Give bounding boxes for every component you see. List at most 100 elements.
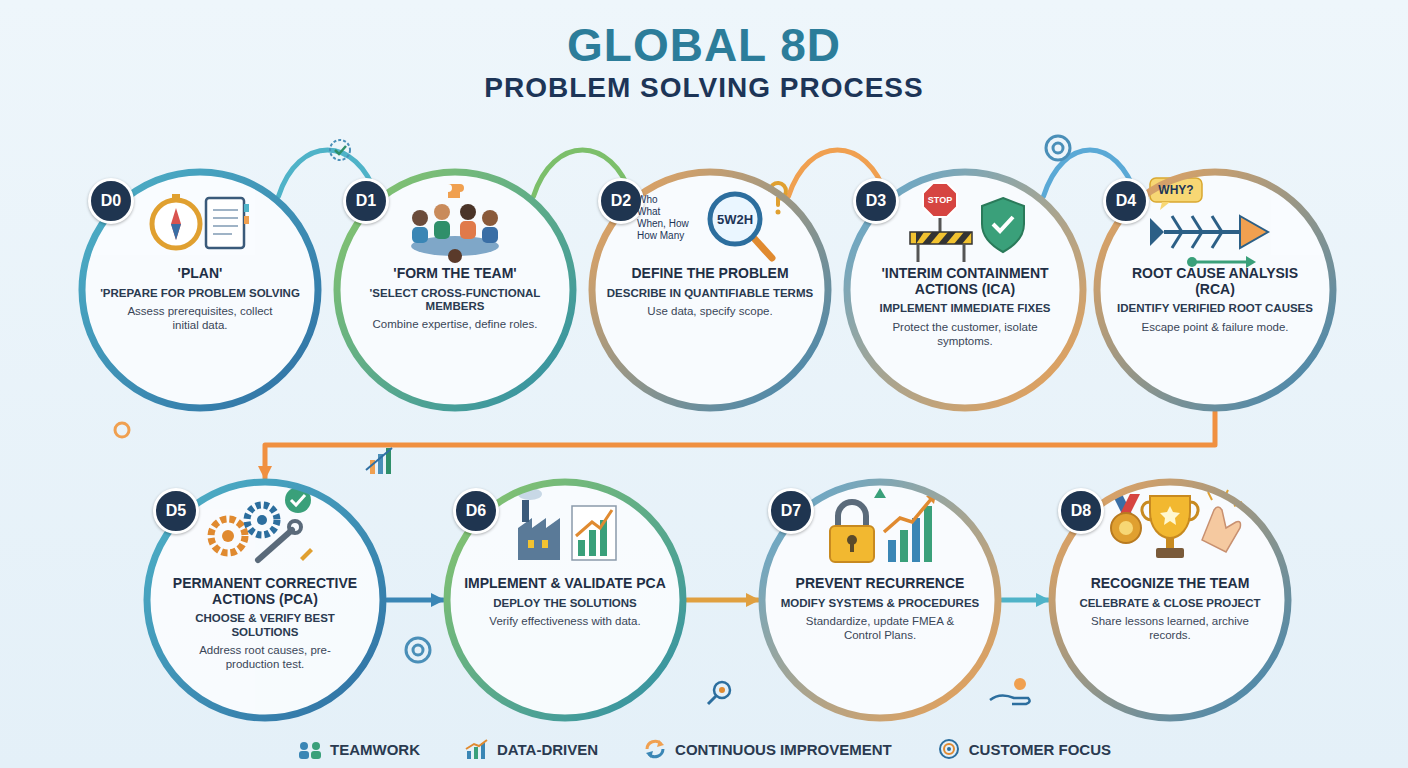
ring-stroke: [1052, 482, 1288, 718]
step-description: Protect the customer, isolate symptoms.: [879, 320, 1051, 348]
ring-stroke: [1097, 172, 1333, 408]
step-subheading: IDENTIFY VERIFIED ROOT CAUSES: [1111, 302, 1319, 315]
step-badge: D7: [768, 488, 814, 534]
check-decoration: [330, 140, 350, 160]
step-subheading: IMPLEMENT IMMEDIATE FIXES: [861, 302, 1069, 315]
step-heading: RECOGNIZE THE TEAM: [1066, 576, 1274, 592]
step-badge: D4: [1103, 178, 1149, 224]
icon-label: 5W2H: [717, 212, 753, 227]
step-description: Escape point & failure mode.: [1129, 320, 1301, 334]
icon-label: WHY?: [1158, 183, 1193, 197]
ring-stroke: [762, 482, 998, 718]
step-subheading: CHOOSE & VERIFY BEST SOLUTIONS: [161, 612, 369, 638]
notebook-icon: [206, 198, 249, 248]
step-heading: 'FORM THE TEAM': [351, 266, 559, 282]
step-description: Share lessons learned, archive records.: [1084, 614, 1256, 642]
trophy-medal-icon: [1111, 490, 1242, 558]
step-badge: D1: [343, 178, 389, 224]
step-description: Combine expertise, define roles.: [369, 317, 541, 331]
step-description: Verify effectiveness with data.: [479, 614, 651, 628]
step-badge: D6: [453, 488, 499, 534]
ring-stroke: [447, 482, 683, 718]
ring-stroke: [847, 172, 1083, 408]
step-badge: D0: [88, 178, 134, 224]
diagram-title: GLOBAL 8D: [0, 18, 1408, 72]
factory-chart-icon: [518, 488, 616, 560]
flow-connector: [387, 598, 443, 603]
hand-decoration: [990, 678, 1030, 704]
icon-label: Who: [637, 194, 658, 205]
step-subheading: 'SELECT CROSS-FUNCTIONAL MEMBERS: [351, 287, 559, 313]
node-text: ROOT CAUSE ANALYSIS (RCA)IDENTIFY VERIFI…: [1111, 266, 1319, 334]
legend-text: CONTINUOUS IMPROVEMENT: [675, 741, 892, 758]
step-description: Address root causes, pre-production test…: [179, 643, 351, 671]
icon-label: How Many: [637, 230, 684, 241]
legend-icon: [297, 739, 323, 760]
step-subheading: DESCRIBE IN QUANTIFIABLE TERMS: [606, 287, 814, 300]
flow-connector: [687, 598, 758, 603]
padlock-chart-icon: [830, 488, 936, 562]
legend-item: DATA-DRIVEN: [464, 739, 598, 760]
step-heading: DEFINE THE PROBLEM: [606, 266, 814, 282]
node-backdrop: [82, 172, 1333, 718]
ring-stroke: [147, 482, 383, 718]
node-text: 'INTERIM CONTAINMENT ACTIONS (ICA) IMPLEM…: [861, 266, 1069, 348]
pin-decoration: [708, 682, 730, 704]
team-icon: [411, 184, 499, 263]
step-badge: D8: [1058, 488, 1104, 534]
node-text: 'FORM THE TEAM' 'SELECT CROSS-FUNCTIONAL …: [351, 266, 559, 331]
chart-decoration: [366, 448, 392, 474]
icon-label: When, How: [637, 218, 689, 229]
node-text: 'PLAN' 'PREPARE FOR PROBLEM SOLVING Assess…: [96, 266, 304, 332]
legend-item: CUSTOMER FOCUS: [936, 739, 1111, 760]
node-text: PREVENT RECURRENCE MODIFY SYSTEMS & PROCE…: [776, 576, 984, 642]
icon-label: STOP: [928, 195, 952, 205]
process-circle: PERMANENT CORRECTIVE ACTIONS (PCA) CHOOSE…: [143, 478, 387, 722]
process-circle: RECOGNIZE THE TEAM CELEBRATE & CLOSE PROJ…: [1048, 478, 1292, 722]
legend-text: CUSTOMER FOCUS: [969, 741, 1111, 758]
process-circle: 'INTERIM CONTAINMENT ACTIONS (ICA) IMPLEM…: [843, 168, 1087, 412]
stop-barrier-icon: [910, 183, 972, 262]
legend-item: TEAMWORK: [297, 739, 420, 760]
step-badge: D3: [853, 178, 899, 224]
step-heading: IMPLEMENT & VALIDATE PCA: [461, 576, 669, 592]
flow-connector: [265, 412, 1215, 478]
step-subheading: CELEBRATE & CLOSE PROJECT: [1066, 597, 1274, 610]
shield-icon: [982, 198, 1024, 252]
legend-icon: [936, 739, 962, 760]
process-circle: 'PLAN' 'PREPARE FOR PROBLEM SOLVING Assess…: [78, 168, 322, 412]
legend: TEAMWORK DATA-DRIVEN CONTINUOUS IMPROVEMEN…: [0, 739, 1408, 760]
step-description: Use data, specify scope.: [624, 304, 796, 318]
step-description: Assess prerequisites, collect initial da…: [114, 304, 286, 332]
step-heading: 'PLAN': [96, 266, 304, 282]
step-description: Standardize, update FMEA & Control Plans…: [794, 614, 966, 642]
node-text: DEFINE THE PROBLEM DESCRIBE IN QUANTIFIAB…: [606, 266, 814, 318]
process-circle: DEFINE THE PROBLEM DESCRIBE IN QUANTIFIAB…: [588, 168, 832, 412]
legend-text: DATA-DRIVEN: [497, 741, 598, 758]
gears-wrench-icon: [211, 487, 313, 561]
icon-label: What: [637, 206, 660, 217]
node-text: PERMANENT CORRECTIVE ACTIONS (PCA) CHOOSE…: [161, 576, 369, 671]
legend-item: CONTINUOUS IMPROVEMENT: [642, 739, 892, 760]
process-circle: PREVENT RECURRENCE MODIFY SYSTEMS & PROCE…: [758, 478, 1002, 722]
step-subheading: MODIFY SYSTEMS & PROCEDURES: [776, 597, 984, 610]
legend-icon: [642, 739, 668, 760]
step-badge: D5: [153, 488, 199, 534]
legend-text: TEAMWORK: [330, 741, 420, 758]
subtitle: PROBLEM SOLVING PROCESS: [484, 72, 923, 104]
step-heading: PERMANENT CORRECTIVE ACTIONS (PCA): [161, 576, 369, 607]
step-heading: PREVENT RECURRENCE: [776, 576, 984, 592]
step-subheading: DEPLOY THE SOLUTIONS: [461, 597, 669, 610]
ring-stroke: [592, 172, 828, 408]
compass-icon: [152, 194, 200, 248]
process-circle: ROOT CAUSE ANALYSIS (RCA)IDENTIFY VERIFI…: [1093, 168, 1337, 412]
ring-stroke: [82, 172, 318, 408]
process-circle: IMPLEMENT & VALIDATE PCA DEPLOY THE SOLUT…: [443, 478, 687, 722]
step-subheading: 'PREPARE FOR PROBLEM SOLVING: [96, 287, 304, 300]
fishbone-icon: [1150, 178, 1268, 268]
node-text: IMPLEMENT & VALIDATE PCA DEPLOY THE SOLUT…: [461, 576, 669, 628]
step-heading: 'INTERIM CONTAINMENT ACTIONS (ICA): [861, 266, 1069, 297]
ring-stroke: [337, 172, 573, 408]
process-circle: 'FORM THE TEAM' 'SELECT CROSS-FUNCTIONAL …: [333, 168, 577, 412]
